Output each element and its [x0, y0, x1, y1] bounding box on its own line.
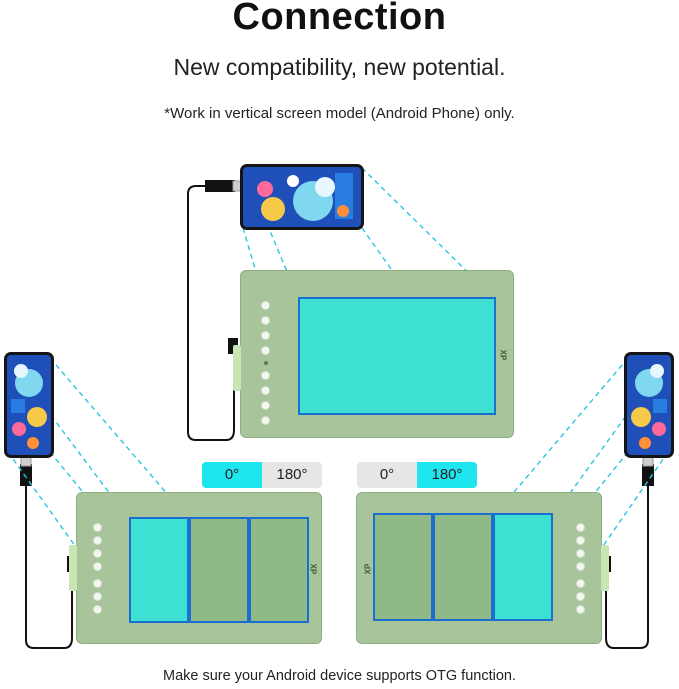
otg-footnote: Make sure your Android device supports O… [162, 668, 516, 684]
tablet-logo: XP [308, 563, 318, 575]
top-active-area [298, 297, 496, 415]
rotation-0-option[interactable]: 0° [202, 462, 262, 488]
right-phone [624, 352, 674, 458]
tablet-logo: XP [363, 563, 373, 575]
left-tablet: XP [69, 492, 322, 644]
rotation-180-option[interactable]: 180° [417, 462, 477, 488]
tablet-logo: XP [498, 349, 508, 361]
right-middle-panel [433, 513, 493, 621]
rotation-0-option[interactable]: 0° [357, 462, 417, 488]
phone-artwork [627, 355, 671, 455]
phone-artwork [7, 355, 51, 455]
left-rotation-toggle: 0° 180° [202, 462, 322, 488]
compatibility-note: *Work in vertical screen model (Android … [164, 105, 515, 122]
top-tablet: XP [233, 270, 514, 438]
page-title: Connection [232, 0, 447, 38]
left-otg-adapter [20, 464, 32, 486]
right-otg-adapter [642, 464, 654, 486]
top-otg-adapter [205, 180, 235, 192]
right-tablet: XP [356, 492, 609, 644]
page-subtitle: New compatibility, new potential. [173, 54, 506, 80]
left-middle-panel [189, 517, 249, 623]
phone-artwork [243, 167, 361, 227]
left-right-panel [249, 517, 309, 623]
left-active-panel [129, 517, 189, 623]
top-phone [240, 164, 364, 230]
right-rotation-toggle: 0° 180° [357, 462, 477, 488]
rotation-180-option[interactable]: 180° [262, 462, 322, 488]
right-left-panel [373, 513, 433, 621]
left-phone [4, 352, 54, 458]
right-active-panel [493, 513, 553, 621]
